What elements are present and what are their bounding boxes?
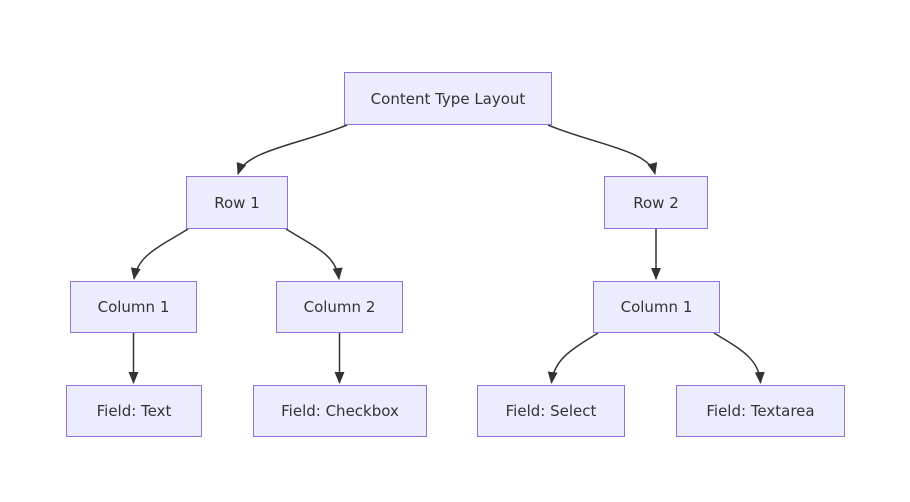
node-label: Field: Text [96,402,172,420]
node-label: Content Type Layout [370,89,526,108]
edge-root-to-row1 [236,124,348,175]
edge-row1-to-col2 [285,228,343,280]
edge-col1b-to-field-select [547,332,599,384]
node-label: Field: Checkbox [281,402,399,420]
node-field-textarea: Field: Textarea [676,385,845,437]
node-label: Row 1 [214,193,260,212]
node-field-text: Field: Text [66,385,202,437]
node-row1-column-2: Column 2 [276,281,403,333]
node-row1-column-1: Column 1 [70,281,197,333]
node-row-2: Row 2 [604,176,708,229]
node-label: Column 2 [303,298,376,316]
edge-row1-to-col1 [130,228,189,280]
edge-root-to-row2 [547,124,658,175]
node-label: Row 2 [633,193,679,212]
node-field-select: Field: Select [477,385,625,437]
node-label: Column 1 [97,298,170,316]
node-row2-column-1: Column 1 [593,281,720,333]
node-label: Field: Textarea [706,402,815,420]
node-field-checkbox: Field: Checkbox [253,385,427,437]
edge-col1b-to-field-textarea [713,332,765,384]
node-content-type-layout: Content Type Layout [344,72,552,125]
node-label: Field: Select [505,402,597,420]
node-row-1: Row 1 [186,176,288,229]
node-label: Column 1 [620,298,693,316]
